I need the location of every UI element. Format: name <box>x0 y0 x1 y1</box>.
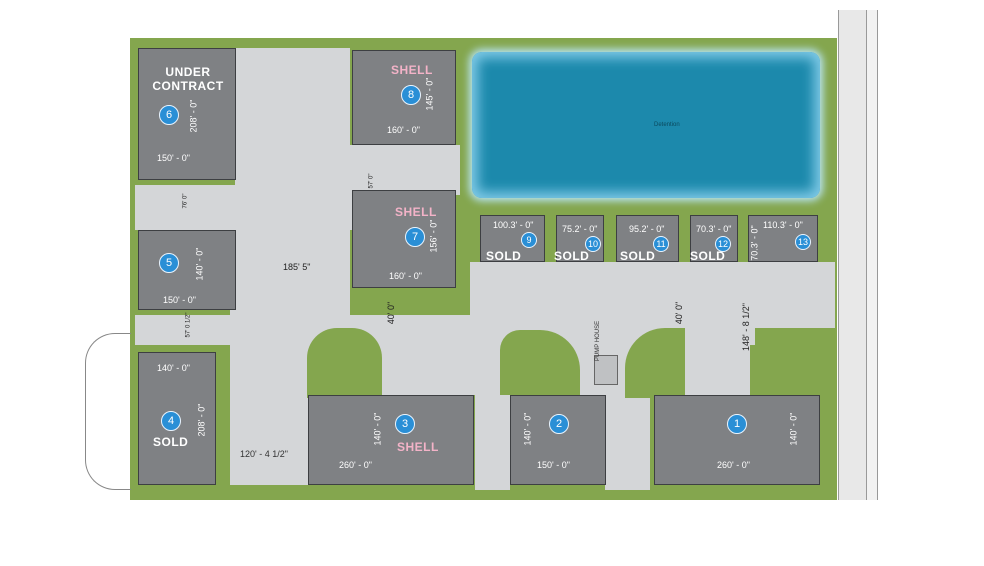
drive-aisle-north <box>135 185 355 230</box>
building-12-number: 12 <box>715 236 731 252</box>
building-3[interactable]: 140' - 0" 3 SHELL 260' - 0" <box>308 395 474 485</box>
building-8-width: 160' - 0" <box>387 125 420 135</box>
building-7-depth: 156' - 0" <box>428 219 439 253</box>
building-5-width: 150' - 0" <box>163 295 196 305</box>
building-10-width: 75.2' - 0" <box>562 224 598 234</box>
building-6-depth: 208' - 0" <box>188 99 199 133</box>
grass-island-1 <box>307 328 382 398</box>
building-8-status: SHELL <box>391 63 433 77</box>
building-6-status: UNDER CONTRACT <box>152 65 224 93</box>
building-10[interactable]: 75.2' - 0" 10 <box>556 215 604 262</box>
building-13-depth: 70.3' - 0" <box>749 225 760 261</box>
dim-185-5: 185' 5" <box>283 262 311 272</box>
building-6-number: 6 <box>159 105 179 125</box>
grass-island-3 <box>625 328 685 398</box>
drive-aisle-east <box>685 300 750 395</box>
road-east-2 <box>866 10 878 500</box>
building-5[interactable]: 5 140' - 0" 150' - 0" <box>138 230 236 310</box>
building-9-status: SOLD <box>486 249 522 263</box>
building-4[interactable]: 140' - 0" 4 SOLD 208' - 0" <box>138 352 216 485</box>
road-east <box>838 10 868 500</box>
building-4-depth: 208' - 0" <box>196 403 207 437</box>
pump-house-label: PUMP HOUSE <box>595 320 602 362</box>
building-3-number: 3 <box>395 414 415 434</box>
grass-island-4 <box>755 328 835 398</box>
building-3-depth: 140' - 0" <box>372 412 383 446</box>
building-13[interactable]: 110.3' - 0" 70.3' - 0" 13 <box>748 215 818 262</box>
building-9[interactable]: 100.3' - 0" 9 <box>480 215 545 262</box>
building-6[interactable]: UNDER CONTRACT 6 208' - 0" 150' - 0" <box>138 48 236 180</box>
curb-west <box>85 333 131 490</box>
building-9-width: 100.3' - 0" <box>493 220 534 230</box>
grass-island-2 <box>500 330 580 395</box>
building-11[interactable]: 95.2' - 0" 11 <box>616 215 679 262</box>
dim-57-half: 57' 0 1/2" <box>185 312 192 338</box>
building-11-number: 11 <box>653 236 669 252</box>
building-12-width: 70.3' - 0" <box>696 224 732 234</box>
pump-house <box>594 355 618 385</box>
building-8-number: 8 <box>401 85 421 105</box>
dim-57: 57' 0" <box>368 173 375 189</box>
building-9-number: 9 <box>521 232 537 248</box>
building-10-number: 10 <box>585 236 601 252</box>
building-2-depth: 140' - 0" <box>522 412 533 446</box>
parking-lot-south-west <box>230 300 310 485</box>
building-10-status: SOLD <box>554 249 590 263</box>
building-1-depth: 140' - 0" <box>788 412 799 446</box>
building-4-width: 140' - 0" <box>157 363 190 373</box>
building-3-status: SHELL <box>397 440 439 454</box>
parking-lot-east <box>470 262 835 317</box>
building-5-depth: 140' - 0" <box>194 247 205 281</box>
parking-lot-center <box>350 145 460 195</box>
detention-pond: Detention <box>472 52 820 198</box>
building-6-width: 150' - 0" <box>157 153 190 163</box>
building-5-number: 5 <box>159 253 179 273</box>
dim-76: 76' 0" <box>182 193 189 209</box>
building-8-depth: 145' - 0" <box>424 77 435 111</box>
building-1-width: 260' - 0" <box>717 460 750 470</box>
dim-148-8: 148' - 8 1/2" <box>740 303 751 351</box>
building-12[interactable]: 70.3' - 0" 12 <box>690 215 738 262</box>
building-4-status: SOLD <box>153 435 189 449</box>
pond-label: Detention <box>654 122 680 128</box>
building-11-status: SOLD <box>620 249 656 263</box>
building-3-width: 260' - 0" <box>339 460 372 470</box>
building-11-width: 95.2' - 0" <box>629 224 665 234</box>
building-7-width: 160' - 0" <box>389 271 422 281</box>
building-1[interactable]: 1 140' - 0" 260' - 0" <box>654 395 820 485</box>
building-2-width: 150' - 0" <box>537 460 570 470</box>
building-4-number: 4 <box>161 411 181 431</box>
building-1-number: 1 <box>727 414 747 434</box>
building-2[interactable]: 140' - 0" 2 150' - 0" <box>510 395 606 485</box>
building-2-number: 2 <box>549 414 569 434</box>
building-7-status: SHELL <box>395 205 437 219</box>
building-13-number: 13 <box>795 234 811 250</box>
building-8[interactable]: SHELL 8 145' - 0" 160' - 0" <box>352 50 456 145</box>
building-4-yard: 120' - 4 1/2" <box>240 449 288 459</box>
building-13-width: 110.3' - 0" <box>763 220 803 230</box>
dim-40-east: 40' 0" <box>674 301 685 325</box>
building-7-number: 7 <box>405 227 425 247</box>
building-12-status: SOLD <box>690 249 726 263</box>
dim-40-west: 40' 0" <box>386 301 397 325</box>
building-7[interactable]: SHELL 7 156' - 0" 160' - 0" <box>352 190 456 288</box>
